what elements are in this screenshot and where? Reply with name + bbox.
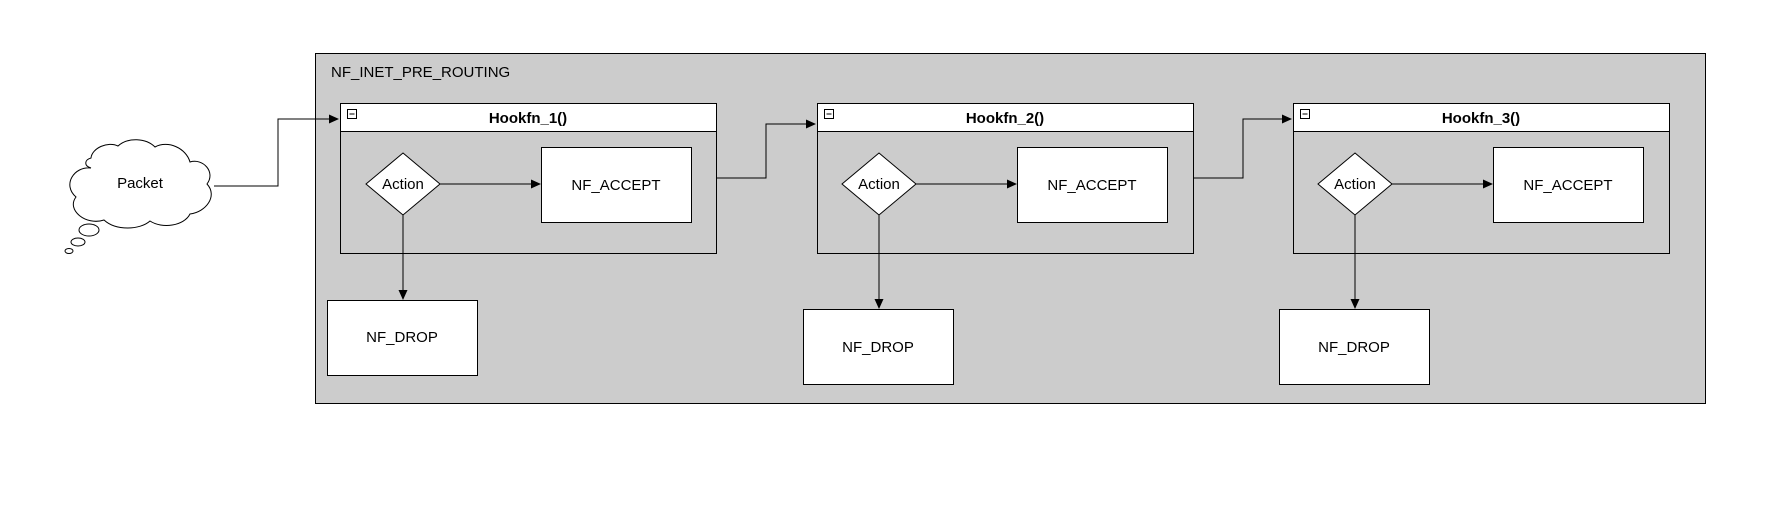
cloud-bubble-small (64, 248, 74, 254)
hook-group-1[interactable]: Hookfn_1() Action NF_ACCEPT (340, 103, 717, 254)
nf-accept-label-3: NF_ACCEPT (1523, 177, 1612, 194)
hook-group-3[interactable]: Hookfn_3() Action NF_ACCEPT (1293, 103, 1670, 254)
action-label-3: Action (1334, 176, 1376, 193)
nf-drop-box-3[interactable] (1279, 309, 1430, 385)
collapse-icon[interactable] (824, 109, 834, 119)
action-label-2: Action (858, 176, 900, 193)
edge-packet-to-hook-1 (214, 114, 339, 187)
nf-accept-label-1: NF_ACCEPT (571, 177, 660, 194)
cloud-shape (69, 139, 212, 229)
action-label-1: Action (382, 176, 424, 193)
nf-drop-box-2[interactable] (803, 309, 954, 385)
packet-cloud[interactable]: Packet (64, 139, 212, 254)
nf-drop-label-3: NF_DROP (1318, 339, 1390, 356)
edge-hook-1-to-hook-2 (717, 119, 816, 179)
hook-2-title: Hookfn_2() (966, 110, 1044, 127)
nf-accept-label-2: NF_ACCEPT (1047, 177, 1136, 194)
collapse-icon[interactable] (347, 109, 357, 119)
nf-accept-box-1[interactable] (541, 147, 692, 223)
container-label: NF_INET_PRE_ROUTING (331, 64, 510, 81)
cloud-bubble-medium (70, 237, 86, 247)
nf-accept-box-3[interactable] (1493, 147, 1644, 223)
nf-accept-box-2[interactable] (1017, 147, 1168, 223)
nf-drop-label-2: NF_DROP (842, 339, 914, 356)
hook-1-title: Hookfn_1() (489, 110, 567, 127)
nf-drop-box-1[interactable] (327, 300, 478, 376)
hook-group-2[interactable]: Hookfn_2() Action NF_ACCEPT (817, 103, 1194, 254)
hook-3-title: Hookfn_3() (1442, 110, 1520, 127)
collapse-icon[interactable] (1300, 109, 1310, 119)
nf-drop-label-1: NF_DROP (366, 329, 438, 346)
packet-label: Packet (117, 175, 164, 192)
cloud-bubble-large (78, 223, 100, 237)
edge-hook-2-to-hook-3 (1194, 114, 1292, 179)
